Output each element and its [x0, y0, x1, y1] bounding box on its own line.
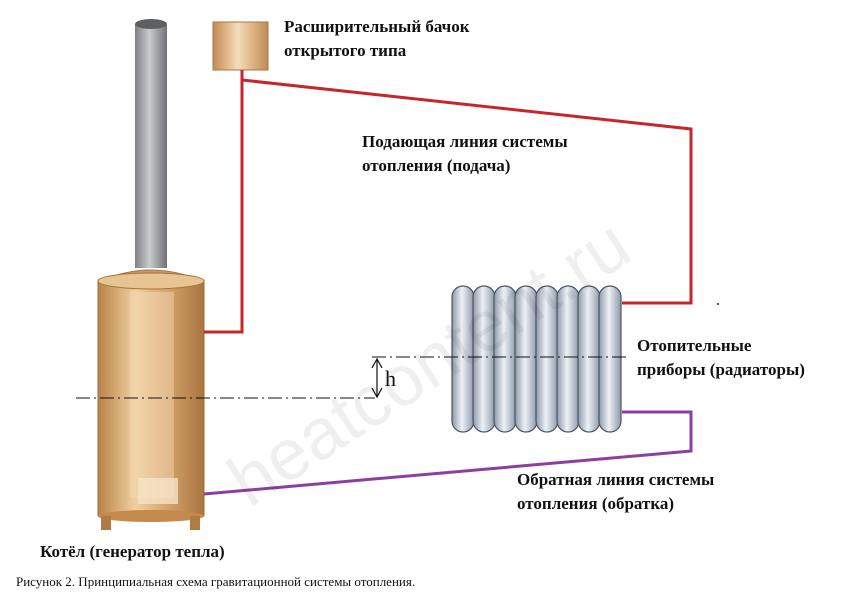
- radiator: [451, 285, 622, 433]
- radiator-section: [598, 285, 622, 433]
- radiators-label: Отопительные приборы (радиаторы): [637, 334, 805, 382]
- expansion-tank-label: Расширительный бачок открытого типа: [284, 15, 470, 63]
- expansion-tank-label-line: открытого типа: [284, 41, 407, 60]
- return-line-label-line: Обратная линия системы: [517, 470, 715, 489]
- supply-pipe-riser: [204, 70, 244, 334]
- height-label: h: [385, 366, 396, 391]
- return-line-label-line: отопления (обратка): [517, 494, 675, 513]
- supply-line-label-line: отопления (подача): [362, 156, 511, 175]
- return-pipe: [203, 410, 693, 496]
- supply-pipe-main: [241, 78, 693, 305]
- radiators-label-line: приборы (радиаторы): [637, 360, 805, 379]
- expansion-tank-label-line: Расширительный бачок: [284, 17, 470, 36]
- height-dimension: [371, 357, 383, 399]
- supply-line-label: Подающая линия системы отопления (подача…: [362, 130, 568, 178]
- supply-line-label-line: Подающая линия системы: [362, 132, 568, 151]
- dot-mark: [716, 302, 720, 306]
- figure-caption: Рисунок 2. Принципиальная схема гравитац…: [16, 574, 416, 589]
- boiler-label: Котёл (генератор тепла): [40, 542, 225, 561]
- radiators-label-line: Отопительные: [637, 336, 752, 355]
- expansion-tank: [212, 21, 269, 71]
- chimney: [135, 19, 167, 268]
- return-line-label: Обратная линия системы отопления (обратк…: [517, 468, 714, 516]
- boiler: [97, 269, 205, 530]
